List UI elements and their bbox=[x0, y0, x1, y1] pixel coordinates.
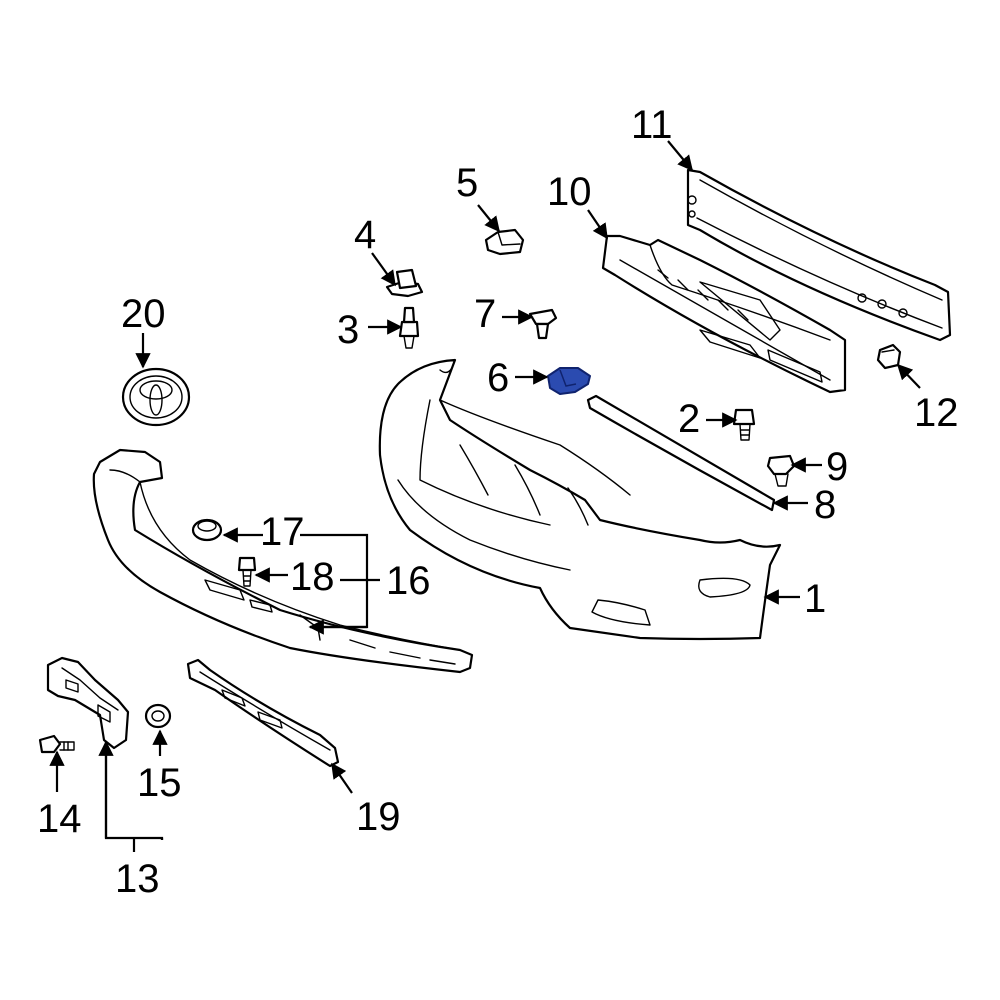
callout-11[interactable]: 11 bbox=[631, 103, 673, 147]
callout-20[interactable]: 20 bbox=[121, 292, 166, 336]
callout-6[interactable]: 6 bbox=[487, 356, 509, 400]
bumper-cover-part bbox=[378, 358, 782, 641]
bolt-part-2 bbox=[732, 408, 756, 441]
callout-16[interactable]: 16 bbox=[386, 559, 431, 603]
bolt-part bbox=[398, 306, 420, 349]
callout-3[interactable]: 3 bbox=[337, 308, 359, 352]
callout-8[interactable]: 8 bbox=[814, 483, 836, 527]
retainer-nut-part bbox=[876, 343, 902, 370]
callout-18[interactable]: 18 bbox=[290, 555, 335, 599]
callout-5[interactable]: 5 bbox=[456, 161, 478, 205]
callout-13[interactable]: 13 bbox=[115, 857, 160, 901]
highlighted-bracket-part bbox=[547, 367, 591, 395]
emblem-part bbox=[121, 367, 191, 427]
energy-absorber-part bbox=[601, 234, 847, 394]
callout-7[interactable]: 7 bbox=[474, 292, 496, 336]
flange-bolt-part bbox=[38, 734, 75, 754]
air-deflector-part bbox=[186, 658, 340, 768]
retainer-clip-part bbox=[385, 268, 424, 298]
push-clip-part-2 bbox=[766, 454, 796, 487]
callout-labels: 1 2 3 4 5 6 7 8 9 10 11 12 13 14 15 16 1… bbox=[37, 103, 959, 901]
leader-lines bbox=[49, 140, 921, 852]
callout-10[interactable]: 10 bbox=[547, 170, 592, 214]
grommet-part bbox=[191, 518, 223, 542]
callout-15[interactable]: 15 bbox=[137, 761, 182, 805]
screw-part bbox=[237, 556, 257, 587]
grommet-nut-part bbox=[144, 703, 172, 729]
lower-spoiler-part bbox=[92, 448, 474, 674]
callout-12[interactable]: 12 bbox=[914, 391, 959, 435]
callout-14[interactable]: 14 bbox=[37, 797, 82, 841]
callout-1[interactable]: 1 bbox=[804, 577, 826, 621]
reinforcement-bar-part bbox=[686, 168, 952, 342]
callout-19[interactable]: 19 bbox=[356, 795, 401, 839]
callout-9[interactable]: 9 bbox=[826, 445, 848, 489]
push-clip-part bbox=[528, 308, 558, 340]
side-bracket-part bbox=[46, 656, 130, 750]
callout-4[interactable]: 4 bbox=[354, 213, 376, 257]
callout-2[interactable]: 2 bbox=[678, 397, 700, 441]
callout-17[interactable]: 17 bbox=[260, 510, 305, 554]
bracket-clip-part bbox=[484, 228, 525, 256]
